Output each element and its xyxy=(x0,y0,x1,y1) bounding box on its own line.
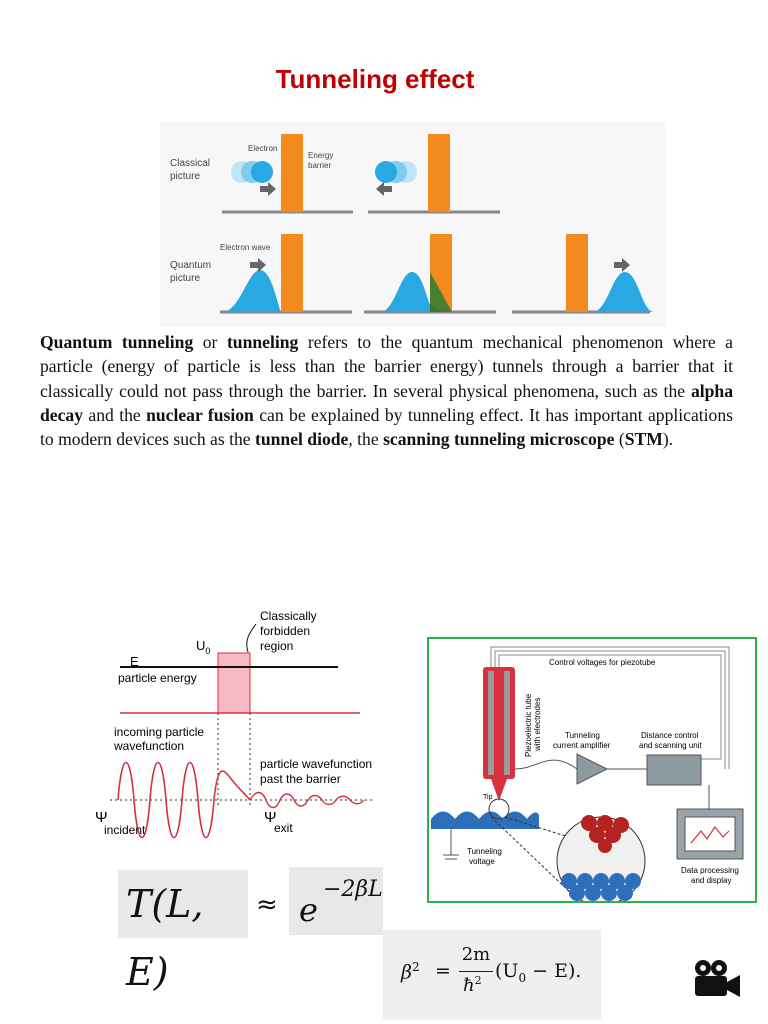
stm-diagram: Control voltages for piezotube Piezoelec… xyxy=(427,637,757,906)
u0-subscript: 0 xyxy=(205,646,210,656)
text-span: or xyxy=(193,332,227,352)
classical-label-line2: picture xyxy=(170,171,200,182)
text-span: and the xyxy=(83,404,147,425)
beta-equation: β2 = 2m ħ2 (U0 − E). xyxy=(383,930,601,1020)
fraction-numerator: 2m xyxy=(461,944,491,965)
amp-label-2: current amplifier xyxy=(553,741,611,750)
display-monitor-icon xyxy=(676,808,744,860)
transmission-equation-rhs: e −2βL xyxy=(289,867,383,935)
past-label-2: past the barrier xyxy=(260,772,341,786)
classical-panel-1 xyxy=(222,134,353,214)
text-span: ). xyxy=(662,429,674,450)
exp-base: e xyxy=(299,891,318,929)
beta-symbol: β xyxy=(401,961,412,984)
data-processing-label-2: and display xyxy=(691,876,731,885)
forbidden-label-1: Classically xyxy=(260,609,317,623)
forbidden-label-2: forbidden xyxy=(260,624,310,638)
past-label-1: particle wavefunction xyxy=(260,757,372,771)
rhs-open: (U xyxy=(495,960,519,982)
quantum-panel-1 xyxy=(220,234,352,314)
rhs-close: − E). xyxy=(526,960,582,982)
right-arrow-icon xyxy=(260,182,276,196)
tunneling-voltage-label-1: Tunneling xyxy=(467,847,502,856)
tunneling-voltage-label-2: voltage xyxy=(469,857,495,866)
classical-panel-2 xyxy=(368,134,500,214)
quantum-panel-3 xyxy=(512,234,654,314)
page-title: Tunneling effect xyxy=(275,64,475,94)
left-arrow-icon xyxy=(376,182,392,196)
electron-wave-label: Electron wave xyxy=(220,243,271,252)
term-alpha-decay: alpha decay xyxy=(40,380,733,425)
amplifier-icon xyxy=(576,753,609,785)
text-span: ( xyxy=(614,429,625,450)
distance-label-1: Distance control xyxy=(641,731,699,740)
quantum-panel-2 xyxy=(364,234,496,314)
psi-incident-symbol: Ψ xyxy=(95,809,108,826)
beta-exponent: 2 xyxy=(411,960,420,974)
approx-symbol: ≈ xyxy=(256,890,278,920)
incoming-label-1: incoming particle xyxy=(114,725,204,739)
tunneling-diagram: Classical picture Quantum picture Electr… xyxy=(160,122,665,327)
e-label: E xyxy=(130,654,139,669)
control-voltages-label: Control voltages for piezotube xyxy=(549,658,656,667)
electron-label: Electron xyxy=(248,144,277,153)
quantum-label-line1: Quantum xyxy=(170,260,211,271)
psi-incident-subscript: incident xyxy=(104,823,146,837)
classical-label-line1: Classical xyxy=(170,158,210,169)
right-arrow-icon xyxy=(614,258,630,272)
amp-label-1: Tunneling xyxy=(565,731,600,740)
data-processing-label-1: Data processing xyxy=(681,866,739,875)
distance-control-unit xyxy=(646,754,702,786)
term-stm-abbrev: STM xyxy=(624,429,663,450)
fraction-denominator: ħ xyxy=(463,975,475,996)
piezo-tube xyxy=(483,667,515,801)
transmission-equation-lhs: T(L, E) xyxy=(118,870,248,994)
atom-zoom-view xyxy=(556,815,646,906)
equals-sign: = xyxy=(435,960,451,982)
u0-symbol: U xyxy=(196,638,205,653)
exp-power: −2βL xyxy=(323,877,383,902)
term-quantum-tunneling: Quantum tunneling xyxy=(40,332,194,352)
barrier-label-line2: barrier xyxy=(308,161,331,170)
particle-energy-label: particle energy xyxy=(118,671,197,685)
term-tunneling: tunneling xyxy=(226,332,299,352)
movie-camera-icon[interactable] xyxy=(690,958,742,998)
tunneling-description: Quantum tunneling or tunneling refers to… xyxy=(40,330,733,451)
denominator-exponent: 2 xyxy=(474,974,482,987)
right-arrow-icon xyxy=(250,258,266,272)
psi-exit-subscript: exit xyxy=(274,821,293,835)
text-span: , the xyxy=(348,429,384,450)
tip-label: Tip xyxy=(483,794,493,801)
wavefunction-diagram: Classically forbidden region U0 E partic… xyxy=(90,600,390,850)
rhs-subscript: 0 xyxy=(518,970,527,985)
term-tunnel-diode: tunnel diode xyxy=(254,429,349,450)
fraction-bar xyxy=(459,971,493,972)
piezo-tube-label-1: Piezoelectric tube xyxy=(524,693,533,757)
barrier-label-line1: Energy xyxy=(308,151,333,160)
quantum-label-line2: picture xyxy=(170,273,200,284)
incoming-label-2: wavefunction xyxy=(113,739,184,753)
text-span: refers to the quantum mechanical phenome… xyxy=(40,332,733,401)
term-stm: scanning tunneling microscope xyxy=(383,429,615,450)
forbidden-label-3: region xyxy=(260,639,293,653)
u0-label: U0 xyxy=(196,638,210,656)
transmission-text: T(L, E) xyxy=(126,882,204,994)
psi-exit-symbol: Ψ xyxy=(264,809,277,826)
distance-label-2: and scanning unit xyxy=(639,741,702,750)
text-span: can be explained by tunneling effect. It… xyxy=(40,404,733,450)
term-nuclear-fusion: nuclear fusion xyxy=(146,404,254,425)
piezo-tube-label-2: with electrodes xyxy=(533,698,542,752)
